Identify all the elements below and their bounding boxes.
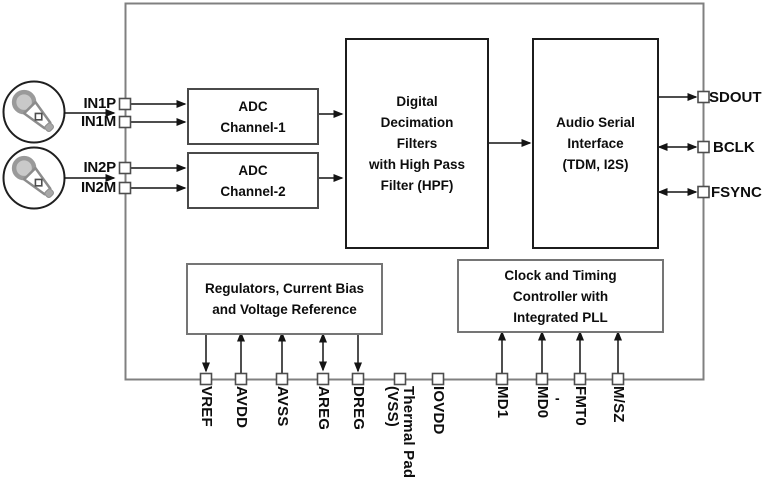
pin-fmt0 (573, 372, 587, 386)
block-adc-channel-2: ADC Channel-2 (187, 152, 319, 209)
stray-dash-mark: - (555, 390, 560, 406)
pin-iovdd (431, 372, 445, 386)
pin-avdd (234, 372, 248, 386)
pin-thermal-pad (393, 372, 407, 386)
pin-sdout (697, 90, 710, 104)
pin-label-msz: M/SZ (610, 386, 627, 423)
pin-in2m (118, 181, 132, 195)
pin-avss (275, 372, 289, 386)
pin-label-in1m: IN1M (80, 113, 116, 130)
block-audio-serial-interface: Audio Serial Interface (TDM, I2S) (532, 38, 659, 249)
microphone-icon (2, 80, 66, 144)
block-decimation-filters: Digital Decimation Filters with High Pas… (345, 38, 489, 249)
pin-label-in1p: IN1P (83, 95, 116, 112)
pin-label-fsync: FSYNC (711, 184, 762, 201)
pin-label-bclk: BCLK (713, 139, 755, 156)
pin-label-avss: AVSS (274, 386, 291, 427)
pin-label-in2p: IN2P (83, 159, 116, 176)
microphone-icon (2, 146, 66, 210)
pin-in1m (118, 115, 132, 129)
pin-label-md0: MD0 (534, 386, 551, 419)
pin-label-md1: MD1 (494, 386, 511, 419)
pin-label-avdd: AVDD (233, 386, 250, 429)
pin-label-fmt0: FMT0 (572, 386, 589, 426)
pin-md1 (495, 372, 509, 386)
block-clock-controller: Clock and Timing Controller with Integra… (457, 259, 664, 333)
pin-fsync (697, 185, 710, 199)
pin-in1p (118, 97, 132, 111)
pin-label-dreg: DREG (350, 386, 367, 431)
pin-md0 (535, 372, 549, 386)
pin-label-thermal-pad: Thermal Pad (VSS) (384, 386, 417, 479)
pin-bclk (697, 140, 710, 154)
pin-label-vref: VREF (198, 386, 215, 427)
pin-dreg (351, 372, 365, 386)
pin-areg (316, 372, 330, 386)
pin-msz (611, 372, 625, 386)
pin-label-in2m: IN2M (80, 179, 116, 196)
block-regulators: Regulators, Current Bias and Voltage Ref… (186, 263, 383, 335)
pin-in2p (118, 161, 132, 175)
block-adc-channel-1: ADC Channel-1 (187, 88, 319, 145)
pin-label-areg: AREG (315, 386, 332, 431)
pin-label-iovdd: IOVDD (430, 386, 447, 435)
pin-vref (199, 372, 213, 386)
pin-label-sdout: SDOUT (709, 89, 762, 106)
